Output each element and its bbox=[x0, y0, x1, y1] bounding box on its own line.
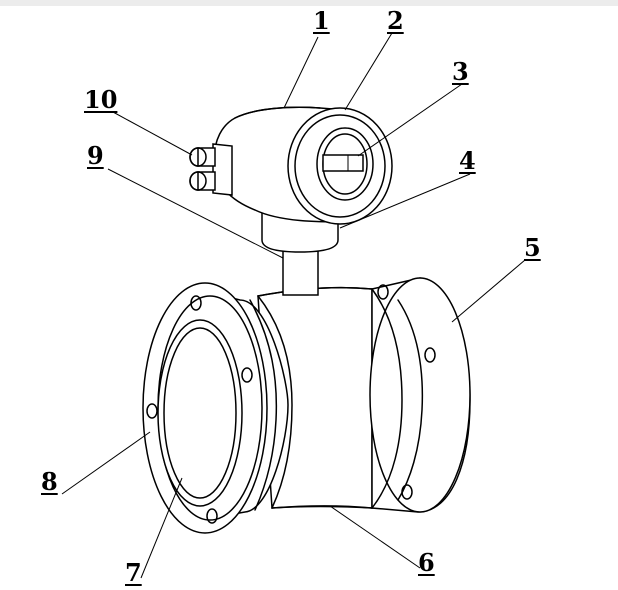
leader-1 bbox=[283, 36, 319, 109]
cable-glands bbox=[189, 143, 233, 196]
callout-2: 2 bbox=[387, 6, 404, 35]
callout-8: 8 bbox=[41, 467, 58, 496]
leader-7 bbox=[140, 477, 183, 579]
left-flange-assembly bbox=[142, 282, 293, 534]
callout-7: 7 bbox=[125, 558, 142, 587]
converter-housing bbox=[213, 106, 393, 225]
callout-5: 5 bbox=[524, 233, 541, 262]
right-flange bbox=[369, 277, 471, 513]
leader-9 bbox=[107, 168, 284, 259]
leader-2 bbox=[344, 32, 393, 111]
callout-9: 9 bbox=[87, 141, 104, 170]
leader-10 bbox=[112, 111, 193, 156]
leader-lines bbox=[61, 32, 526, 579]
callout-3: 3 bbox=[452, 57, 469, 86]
leader-5 bbox=[451, 259, 526, 323]
callout-10: 10 bbox=[84, 85, 118, 114]
callout-4: 4 bbox=[459, 146, 476, 175]
leader-3 bbox=[357, 83, 463, 157]
leader-6 bbox=[329, 505, 421, 569]
leader-8 bbox=[61, 431, 151, 495]
top-bar bbox=[0, 0, 618, 6]
leader-4 bbox=[339, 173, 471, 229]
callout-6: 6 bbox=[418, 548, 435, 577]
callout-1: 1 bbox=[313, 6, 330, 35]
